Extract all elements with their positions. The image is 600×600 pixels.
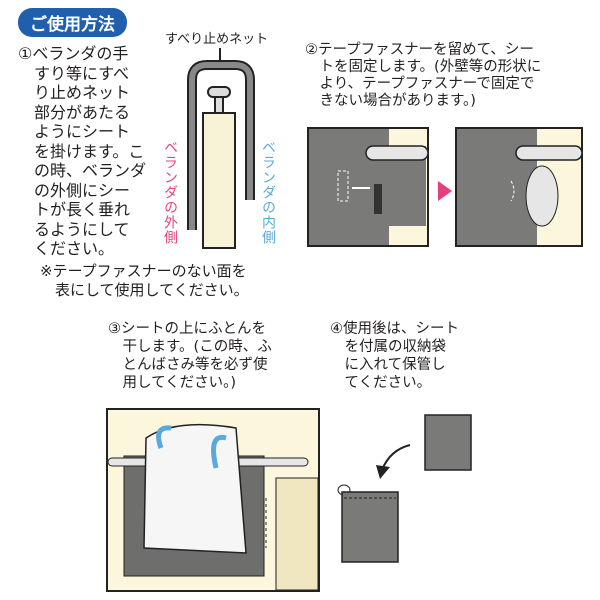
text-line: 表にして使用してください。 <box>40 281 249 299</box>
text-line: きない場合があります。) <box>305 93 476 109</box>
section-title: ご使用方法 <box>18 8 127 37</box>
railing-diagram <box>187 48 255 249</box>
text-line: ①ベランダの手 <box>18 44 129 63</box>
text-line: の外側にシー <box>18 180 131 200</box>
text-line: 用してください。) <box>108 375 237 391</box>
text-line: トを固定します。(外壁等の形状に <box>305 59 542 75</box>
text-line: ②テープファスナーを留めて、シー <box>305 42 534 58</box>
step3-text: ③シートの上にふとんを 干します。(この時、ふ とんばさみ等を必ず使 用してくだ… <box>108 320 272 392</box>
text-line: り止めネット <box>18 83 131 102</box>
step3-illustration <box>106 408 320 592</box>
net-label: すべり止めネット <box>165 32 269 47</box>
drawstring-bag-icon <box>337 484 399 563</box>
text-line: るようにして <box>18 219 130 239</box>
text-line: の時、ベランダ <box>18 161 147 180</box>
text-line: ※テープファスナーのない面を <box>40 262 247 280</box>
text-line: を付属の収納袋 <box>330 339 446 355</box>
inside-label: ベランダの内側 <box>260 140 276 245</box>
text-line: に入れて保管し <box>330 357 446 373</box>
step1-text: ①ベランダの手 すり等にすべ り止めネット 部分があたる ようにシート を掛けま… <box>18 44 150 259</box>
outside-label: ベランダの外側 <box>162 140 178 245</box>
step4-text: ④使用後は、シート を付属の収納袋 に入れて保管し てください。 <box>330 320 459 392</box>
text-line: てください。 <box>330 375 432 391</box>
text-line: を掛けます。こ <box>18 141 145 161</box>
text-line: ③シートの上にふとんを <box>108 321 266 337</box>
storage-bag-illustration <box>376 414 472 479</box>
text-line: トが長く垂れ <box>18 200 131 219</box>
text-line: ようにシート <box>18 122 131 141</box>
text-line: ください。 <box>18 239 115 258</box>
text-line: より、テープファスナーで固定で <box>305 76 535 92</box>
step2-text: ②テープファスナーを留めて、シー トを固定します。(外壁等の形状に より、テープ… <box>305 42 541 110</box>
text-line: 干します。(この時、ふ <box>108 339 272 355</box>
text-line: すり等にすべ <box>18 63 130 83</box>
text-line: 部分があたる <box>18 102 131 122</box>
step2-illustration <box>307 127 583 247</box>
text-line: ④使用後は、シート <box>330 321 459 337</box>
note-text: ※テープファスナーのない面を 表にして使用してください。 <box>40 262 249 300</box>
text-line: とんばさみ等を必ず使 <box>108 357 268 373</box>
